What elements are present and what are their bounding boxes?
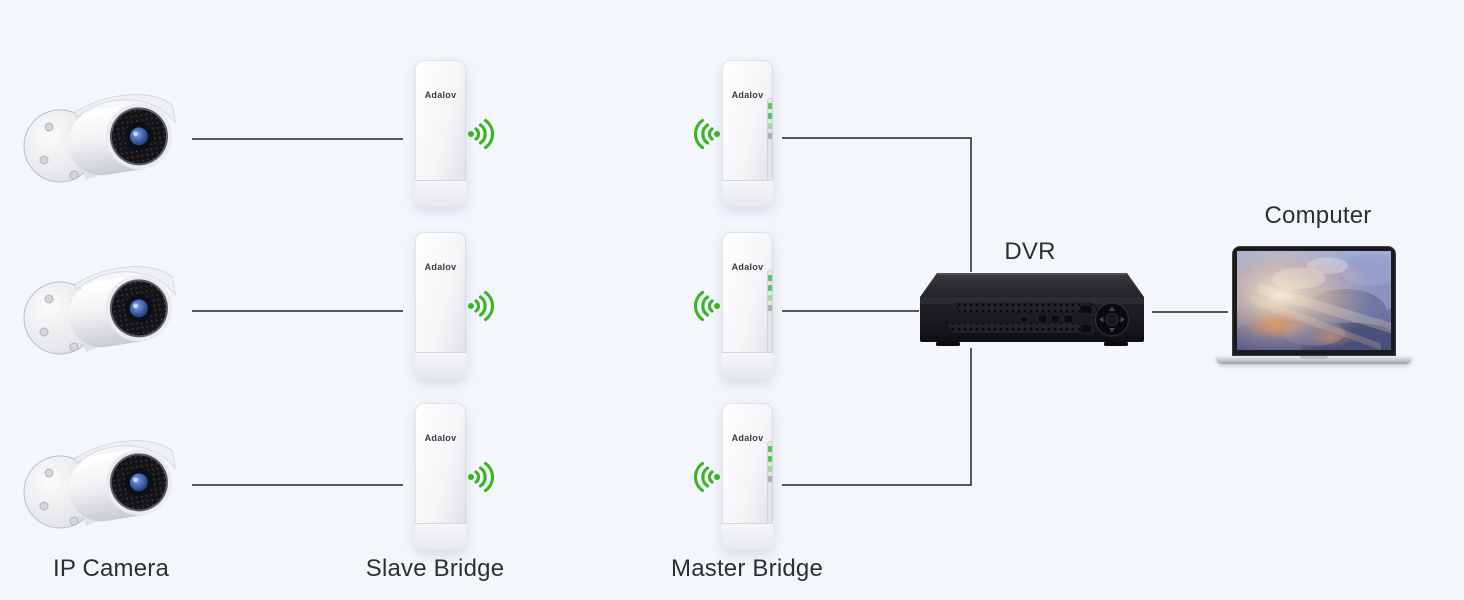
laptop-screen <box>1232 246 1396 356</box>
ip-camera-2 <box>22 258 194 366</box>
master-bridge-3: Adalov <box>722 403 773 550</box>
label-dvr: DVR <box>1004 238 1056 265</box>
dvr-device <box>920 272 1144 346</box>
label-master-bridge: Master Bridge <box>671 555 823 582</box>
laptop-notch <box>1300 356 1328 359</box>
slave-bridge-2: Adalov <box>415 232 466 379</box>
bullet-camera-icon <box>23 94 176 183</box>
wifi-signal-left-icon <box>694 116 721 152</box>
laptop-base <box>1216 356 1412 364</box>
slave-bridge-1: Adalov <box>415 60 466 207</box>
bridge-bottom-cap <box>415 352 466 379</box>
wifi-signal-right-icon <box>467 116 494 152</box>
wire-master3-dvr <box>782 348 972 486</box>
label-slave-bridge: Slave Bridge <box>365 555 505 582</box>
bridge-bottom-cap <box>722 180 773 207</box>
led-indicator-panel <box>767 270 773 366</box>
wifi-signal-left-icon <box>694 459 721 495</box>
bridge-brand-label: Adalov <box>731 433 764 443</box>
cloud-wallpaper <box>1237 251 1391 350</box>
master-bridge-1: Adalov <box>722 60 773 207</box>
bridge-brand-label: Adalov <box>424 433 457 443</box>
ip-camera-1 <box>22 86 194 194</box>
wifi-signal-right-icon <box>467 459 494 495</box>
wifi-signal-right-icon <box>467 288 494 324</box>
slave-bridge-3: Adalov <box>415 403 466 550</box>
bullet-camera-icon <box>23 440 176 529</box>
label-computer: Computer <box>1264 202 1372 229</box>
bridge-brand-label: Adalov <box>731 262 764 272</box>
bridge-brand-label: Adalov <box>424 90 457 100</box>
bridge-bottom-cap <box>722 352 773 379</box>
master-bridge-2: Adalov <box>722 232 773 379</box>
bridge-bottom-cap <box>415 180 466 207</box>
bridge-bottom-cap <box>722 523 773 550</box>
bullet-camera-icon <box>23 266 176 355</box>
label-ip-camera: IP Camera <box>52 555 170 582</box>
bridge-bottom-cap <box>415 523 466 550</box>
led-indicator-panel <box>767 98 773 194</box>
led-indicator-panel <box>767 441 773 537</box>
wire-master1-dvr <box>782 137 972 272</box>
bridge-brand-label: Adalov <box>731 90 764 100</box>
dvr-box-icon <box>920 273 1144 346</box>
bridge-brand-label: Adalov <box>424 262 457 272</box>
wifi-signal-left-icon <box>694 288 721 324</box>
computer-laptop <box>1216 246 1412 364</box>
ip-camera-3 <box>22 432 194 540</box>
